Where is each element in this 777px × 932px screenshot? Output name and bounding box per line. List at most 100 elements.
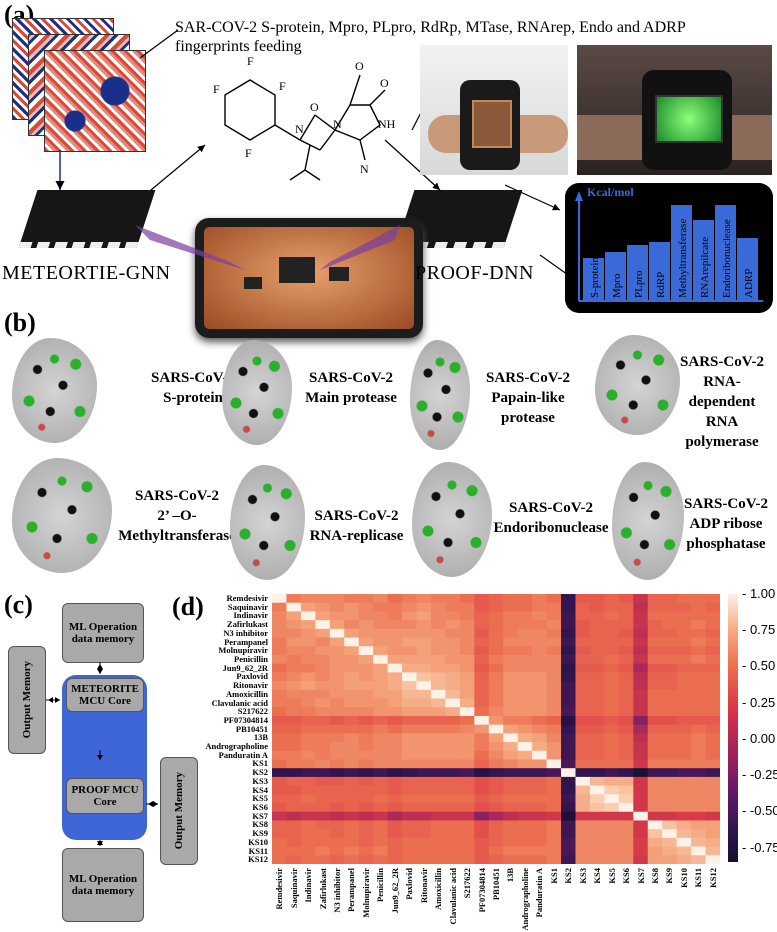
heatmap-cell [474, 681, 490, 691]
heatmap-cell [517, 637, 533, 647]
heatmap-cell [416, 776, 432, 787]
heatmap-cell [561, 637, 576, 647]
heatmap-cell [705, 715, 720, 726]
heatmap-cell [416, 768, 432, 778]
heatmap-cell [402, 750, 417, 760]
heatmap-cell [691, 602, 706, 612]
heatmap-row-label: PF07304814 [223, 714, 268, 725]
heatmap-cell [503, 794, 519, 804]
heatmap-cell [691, 654, 706, 665]
heatmap-col-label: KS8 [649, 868, 660, 884]
heatmap-cell [561, 742, 576, 752]
heatmap-cell [705, 672, 720, 682]
heatmap-cell [387, 611, 403, 621]
heatmap-cell [373, 759, 389, 769]
heatmap-cell [402, 602, 417, 612]
heatmap-cell [387, 855, 403, 864]
heatmap-cell [618, 803, 634, 813]
heatmap-cell [488, 750, 504, 760]
heatmap-cell [618, 733, 634, 743]
heatmap-cell [604, 646, 620, 656]
heatmap-cell [575, 837, 591, 847]
heatmap-cell [329, 803, 345, 813]
heatmap-cell [604, 837, 620, 847]
heatmap-cell [373, 620, 389, 630]
heatmap-cell [705, 620, 720, 630]
caption-line-2: fingerprints feeding [175, 38, 302, 55]
heatmap-cell [445, 681, 461, 691]
heatmap-cell [503, 681, 519, 691]
atom-f4: F [245, 146, 252, 160]
heatmap-col-label: Amoxicillin [433, 868, 444, 911]
heatmap-cell [561, 855, 576, 864]
heatmap-col-label: Perampanel [346, 868, 357, 912]
heatmap-cell [416, 637, 432, 647]
heatmap-cell [459, 785, 475, 795]
heatmap-cell [662, 846, 678, 856]
heatmap-cell [561, 594, 576, 604]
heatmap-cell [387, 750, 403, 760]
heatmap-cell [272, 654, 287, 665]
heatmap-cell [286, 855, 302, 864]
heatmap-cell [705, 611, 720, 621]
heatmap-cell [662, 707, 678, 717]
heatmap-cell [561, 654, 576, 665]
heatmap-cell [373, 803, 389, 813]
heatmap-cell [402, 707, 417, 717]
heatmap-cell [329, 715, 345, 726]
heatmap-cell [561, 663, 576, 673]
heatmap-cell [445, 742, 461, 752]
heatmap-cell [647, 776, 663, 787]
heatmap-cell [445, 620, 461, 630]
heatmap-cell [589, 776, 605, 787]
heatmap-cell [387, 663, 403, 673]
heatmap-cell [272, 820, 287, 830]
heatmap-cell [358, 715, 374, 726]
heatmap-cell [633, 646, 649, 656]
heatmap-cell [445, 628, 461, 638]
heatmap-cell [459, 602, 475, 612]
heatmap-cell [445, 837, 461, 847]
heatmap-cell [300, 820, 316, 830]
heatmap-cell [604, 715, 620, 726]
heatmap-cell [459, 672, 475, 682]
heatmap-cell [589, 829, 605, 839]
atom-o1: O [310, 100, 319, 114]
heatmap-col-label: N3 inhibitor [332, 868, 343, 913]
heatmap-cell [633, 698, 649, 708]
heatmap-cell [416, 654, 432, 665]
heatmap-cell [676, 672, 692, 682]
heatmap-col-label: Jun9_62_2R [389, 868, 400, 914]
heatmap-cell [300, 628, 316, 638]
heatmap-cell [300, 742, 316, 752]
heatmap-cell [532, 768, 547, 778]
heatmap-cell [488, 654, 504, 665]
heatmap-cell [575, 750, 591, 760]
heatmap-cell [402, 733, 417, 743]
heatmap-cell [358, 724, 374, 734]
heatmap-cell [402, 594, 417, 604]
heatmap-cell [387, 689, 403, 699]
heatmap-cell [373, 724, 389, 734]
colorbar-ticks: - 1.00- 0.75- 0.50- 0.25- 0.00- -0.25- -… [742, 586, 777, 864]
heatmap-cell [402, 811, 417, 821]
energy-bar-label: RdRP [655, 272, 667, 298]
heatmap-cell [344, 663, 360, 673]
heatmap-cell [430, 698, 446, 708]
heatmap-cell [402, 637, 417, 647]
heatmap-cell [604, 654, 620, 665]
heatmap-cell [575, 768, 591, 778]
heatmap-cell [373, 715, 389, 726]
heatmap-cell [344, 654, 360, 665]
heatmap-cell [517, 654, 533, 665]
heatmap-cell [315, 742, 331, 752]
energy-bar [605, 252, 626, 300]
heatmap-cell [503, 803, 519, 813]
heatmap-cell [344, 794, 360, 804]
heatmap-cell [633, 654, 649, 665]
heatmap-cell [459, 837, 475, 847]
heatmap-cell [647, 646, 663, 656]
heatmap-cell [315, 646, 331, 656]
heatmap-cell [532, 672, 547, 682]
heatmap-cell [329, 750, 345, 760]
